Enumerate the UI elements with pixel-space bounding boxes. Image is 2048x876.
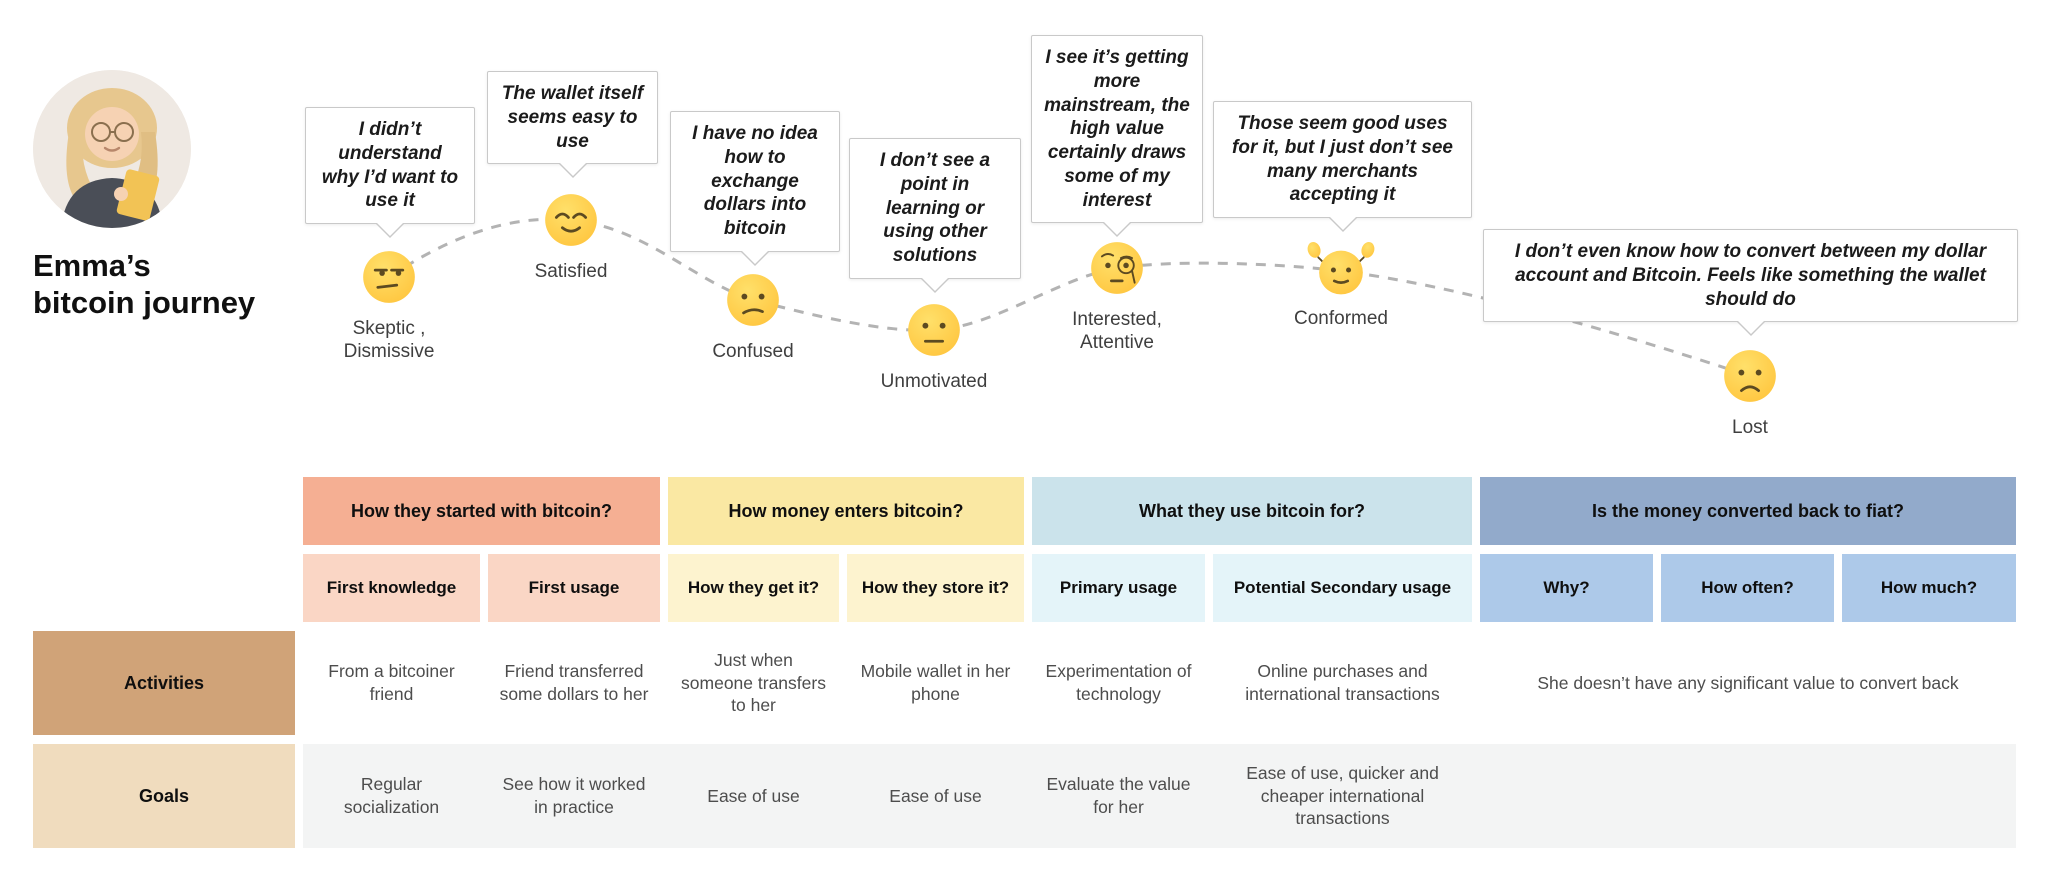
face-with-monocle-icon xyxy=(1091,242,1143,294)
goals-cell: See how it worked in practice xyxy=(502,774,646,817)
column-header-primary-usage: Primary usage xyxy=(1032,554,1205,622)
neutral-face-icon xyxy=(908,304,960,356)
column-header-secondary-usage: Potential Secondary usage xyxy=(1213,554,1472,622)
slightly-frowning-face-icon xyxy=(1724,350,1776,402)
quote-text: Those seem good uses for it, but I just … xyxy=(1232,113,1453,206)
stage-satisfied: Satisfied xyxy=(456,189,686,283)
column-header-first-usage: First usage xyxy=(488,554,660,622)
quote-text: I don’t see a point in learning or using… xyxy=(879,150,991,266)
journey-table: How they started with bitcoin? How money… xyxy=(33,477,2016,848)
activities-cell-span: She doesn’t have any significant value t… xyxy=(1537,672,1959,693)
column-header-how-they-get-it: How they get it? xyxy=(668,554,839,622)
stage-lost: Lost xyxy=(1635,345,1865,439)
stage-label: Unmotivated xyxy=(880,371,988,392)
activities-cell: From a bitcoiner friend xyxy=(328,661,455,704)
page-title: Emma’s bitcoin journey xyxy=(33,248,256,320)
column-header-how-much: How much? xyxy=(1842,554,2016,622)
stage-label: Satisfied xyxy=(534,261,608,282)
column-header-first-knowledge: First knowledge xyxy=(303,554,480,622)
group-header-enters: How money enters bitcoin? xyxy=(668,477,1024,545)
activities-cell: Experimentation of technology xyxy=(1045,661,1192,704)
stage-label: Confused xyxy=(712,341,794,362)
stage-label: Skeptic , Dismissive xyxy=(343,318,435,363)
stage-conformed: Conformed xyxy=(1226,237,1456,330)
quote-text: I didn’t understand why I’d want to use … xyxy=(321,119,459,212)
quote-bubble-conformed: Those seem good uses for it, but I just … xyxy=(1213,101,1472,218)
row-label-activities: Activities xyxy=(33,631,295,735)
stage-confused: Confused xyxy=(638,269,868,363)
persona-avatar-illustration xyxy=(33,70,191,228)
quote-bubble-unmotivated: I don’t see a point in learning or using… xyxy=(849,138,1021,279)
persona-avatar xyxy=(33,70,191,228)
quote-text: I don’t even know how to convert between… xyxy=(1514,241,1987,310)
goals-cell: Evaluate the value for her xyxy=(1046,774,1191,817)
relieved-face-icon xyxy=(545,194,597,246)
stage-label: Lost xyxy=(1732,417,1768,438)
group-header-converted-back: Is the money converted back to fiat? xyxy=(1480,477,2016,545)
group-header-started: How they started with bitcoin? xyxy=(303,477,660,545)
unamused-face-icon xyxy=(363,251,415,303)
stage-unmotivated: Unmotivated xyxy=(819,299,1049,393)
group-header-use-for: What they use bitcoin for? xyxy=(1032,477,1472,545)
quote-bubble-lost: I don’t even know how to convert between… xyxy=(1483,229,2018,323)
stage-label: Interested, Attentive xyxy=(1072,309,1162,354)
quote-text: The wallet itself seems easy to use xyxy=(501,83,644,152)
quote-bubble-skeptic: I didn’t understand why I’d want to use … xyxy=(305,107,475,224)
activities-cell: Mobile wallet in her phone xyxy=(860,661,1011,704)
column-header-how-they-store-it: How they store it? xyxy=(847,554,1024,622)
quote-text: I see it’s getting more mainstream, the … xyxy=(1044,47,1190,211)
confused-face-icon xyxy=(727,274,779,326)
column-header-how-often: How often? xyxy=(1661,554,1834,622)
goals-cell: Ease of use, quicker and cheaper interna… xyxy=(1246,762,1439,829)
quote-bubble-interested: I see it’s getting more mainstream, the … xyxy=(1031,35,1203,224)
activities-cell: Just when someone transfers to her xyxy=(681,649,826,716)
goals-cell: Ease of use xyxy=(889,785,982,806)
stage-label: Conformed xyxy=(1294,308,1388,329)
stage-skeptic: Skeptic , Dismissive xyxy=(274,246,504,363)
quote-bubble-satisfied: The wallet itself seems easy to use xyxy=(487,71,658,165)
goals-row-background xyxy=(303,744,2016,848)
stage-interested: Interested, Attentive xyxy=(1002,237,1232,354)
activities-cell: Friend transferred some dollars to her xyxy=(499,661,649,704)
column-header-why: Why? xyxy=(1480,554,1653,622)
quote-bubble-confused: I have no idea how to exchange dollars i… xyxy=(670,111,840,252)
activities-cell: Online purchases and international trans… xyxy=(1245,661,1440,704)
goals-cell: Regular socialization xyxy=(343,774,440,817)
person-shrugging-icon xyxy=(1307,241,1375,295)
row-label-goals: Goals xyxy=(33,744,295,848)
goals-cell: Ease of use xyxy=(707,785,800,806)
quote-text: I have no idea how to exchange dollars i… xyxy=(692,123,818,239)
